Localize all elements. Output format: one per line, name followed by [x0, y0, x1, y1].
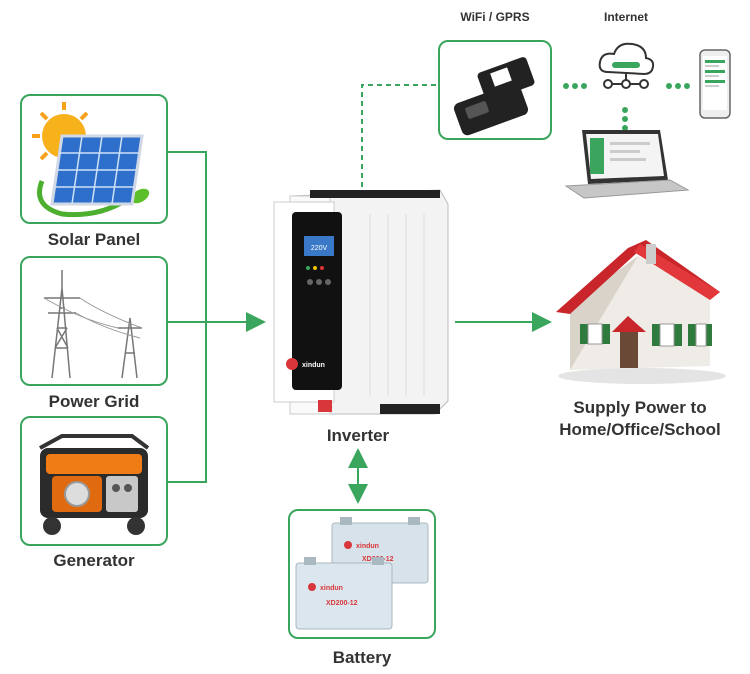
power-grid-card: [20, 256, 168, 386]
output-label-line1: Supply Power to: [573, 398, 707, 417]
battery-brand-front: xindun: [320, 585, 343, 592]
battery-icon: xindun XD200-12 xindun XD200-12: [295, 517, 429, 630]
output-label-line2: Home/Office/School: [559, 420, 721, 439]
internet-label: Internet: [603, 10, 648, 24]
inverter-label: Inverter: [326, 426, 390, 445]
inverter-screen-value: 220V: [311, 245, 328, 252]
solar-panel-card: [20, 94, 168, 224]
generator-label: Generator: [53, 551, 135, 570]
laptop-icon: [564, 130, 690, 199]
dotted-links: [563, 83, 690, 131]
power-grid-label: Power Grid: [48, 392, 140, 411]
inverter-icon: 220V xindun: [273, 189, 449, 415]
generator-card: [20, 416, 168, 546]
smartphone-icon: [699, 49, 731, 119]
battery-card: xindun XD200-12 xindun XD200-12: [288, 509, 436, 639]
solar-connector: [168, 151, 207, 483]
battery-label: Battery: [332, 648, 392, 667]
battery-brand-back: xindun: [356, 543, 379, 550]
generator-icon: [39, 434, 150, 535]
wifi-dongle-card: [438, 40, 552, 140]
battery-model-front: XD200-12: [326, 600, 358, 607]
house-icon: [556, 240, 726, 384]
solar-panel-icon: [32, 102, 150, 218]
wifi-dongle-icon: [453, 57, 535, 136]
power-pylon-icon: [43, 270, 143, 379]
solar-panel-label: Solar Panel: [47, 230, 141, 249]
wifi-label: WiFi / GPRS: [460, 10, 530, 24]
wifi-dashed-line: [361, 84, 438, 196]
cloud-icon: [598, 42, 655, 89]
inverter-brand: xindun: [302, 362, 325, 369]
